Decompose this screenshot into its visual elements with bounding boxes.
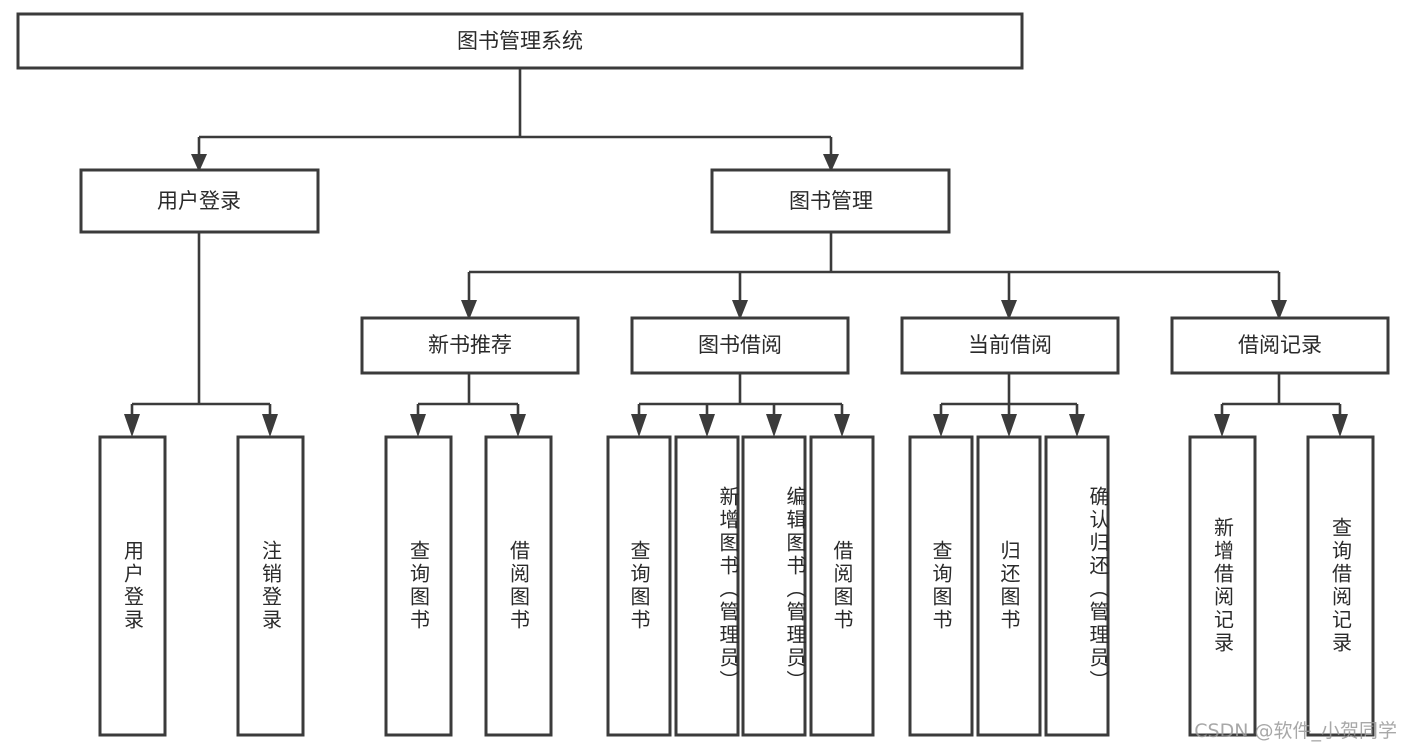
leaf-box-current-0[interactable] xyxy=(908,435,974,737)
node-book-borrow-label: 图书借阅 xyxy=(698,333,782,357)
leaf-box-recommend-1[interactable] xyxy=(484,435,553,737)
leaf-box-recommend-0[interactable] xyxy=(384,435,453,737)
node-book-borrow[interactable]: 图书借阅 xyxy=(630,316,850,375)
connector-record-to-leaves xyxy=(1214,373,1348,437)
leaf-box-current-2[interactable] xyxy=(1044,435,1110,737)
node-user-login-label: 用户登录 xyxy=(157,189,241,213)
node-book-management-label: 图书管理 xyxy=(789,189,873,213)
node-root-system[interactable]: 图书管理系统 xyxy=(16,12,1024,70)
node-current-borrow-label: 当前借阅 xyxy=(968,333,1052,357)
node-user-login[interactable]: 用户登录 xyxy=(79,168,320,234)
node-new-book-recommend-label: 新书推荐 xyxy=(428,333,512,357)
node-book-management[interactable]: 图书管理 xyxy=(710,168,951,234)
connector-current-to-leaves xyxy=(933,373,1085,437)
node-root-label: 图书管理系统 xyxy=(457,29,583,53)
leaf-box-current-1[interactable] xyxy=(976,435,1042,737)
leaf-box-borrow-2[interactable] xyxy=(741,435,807,737)
node-borrow-record-label: 借阅记录 xyxy=(1238,333,1322,357)
connector-borrow-to-leaves xyxy=(631,373,850,437)
leaf-box-user-login-1[interactable] xyxy=(236,435,305,737)
watermark-text: CSDN @软件_小贺同学 xyxy=(1194,720,1397,742)
leaf-box-record-1[interactable] xyxy=(1306,435,1375,737)
node-new-book-recommend[interactable]: 新书推荐 xyxy=(360,316,580,375)
connector-userlogin-to-leaves xyxy=(124,232,278,437)
leaf-box-borrow-3[interactable] xyxy=(809,435,875,737)
connector-root-to-level2 xyxy=(191,68,839,172)
leaf-box-record-0[interactable] xyxy=(1188,435,1257,737)
leaf-box-borrow-1[interactable] xyxy=(674,435,740,737)
leaf-box-borrow-0[interactable] xyxy=(606,435,672,737)
connector-bookmgmt-to-level3 xyxy=(461,232,1287,320)
connector-recommend-to-leaves xyxy=(410,373,526,437)
node-borrow-record[interactable]: 借阅记录 xyxy=(1170,316,1390,375)
leaf-box-user-login-0[interactable] xyxy=(98,435,167,737)
node-current-borrow[interactable]: 当前借阅 xyxy=(900,316,1120,375)
